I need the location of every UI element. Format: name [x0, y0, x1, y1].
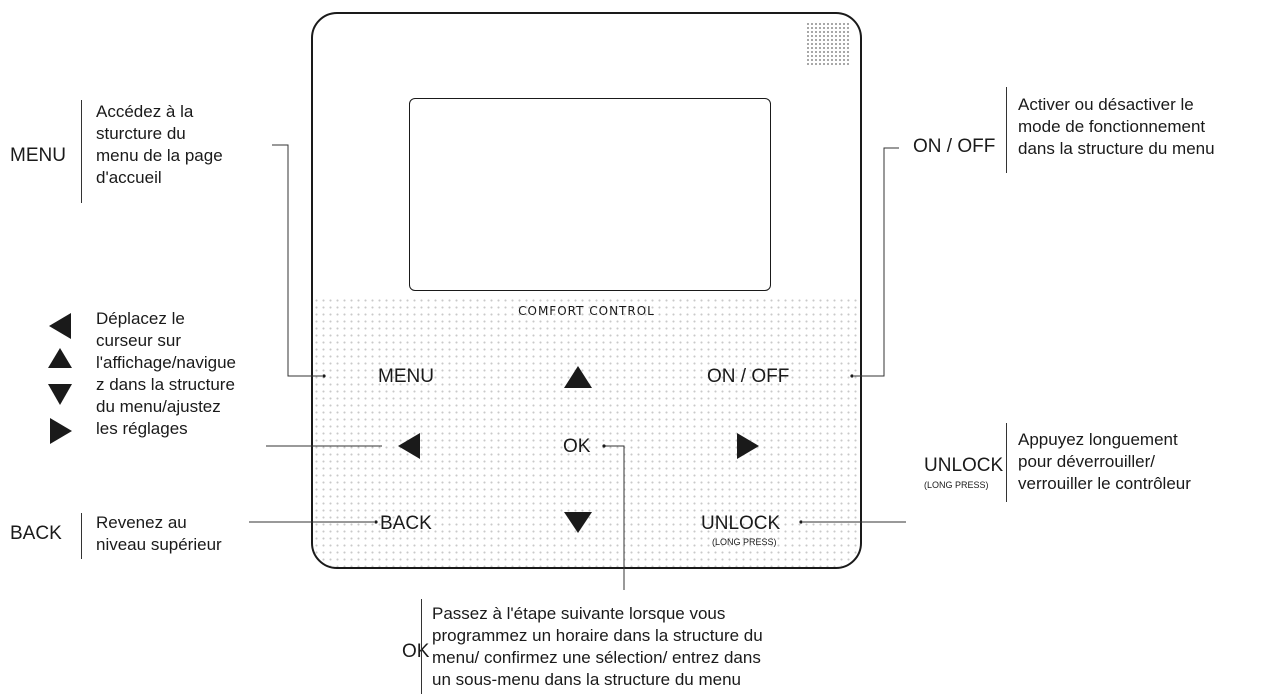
controller-device: COMFORT CONTROL — [311, 12, 862, 569]
unlock-key-label: UNLOCK — [924, 455, 1004, 476]
speaker-grille — [806, 22, 850, 66]
menu-description: Accédez à la sturcture du menu de la pag… — [96, 102, 223, 187]
onoff-leader-line — [854, 147, 899, 377]
onoff-key-label: ON / OFF — [913, 136, 996, 157]
legend-left-arrow-icon — [49, 313, 71, 339]
onoff-divider — [1006, 87, 1007, 173]
arrows-description: Déplacez le curseur sur l'affichage/navi… — [96, 309, 236, 438]
ok-divider — [421, 599, 422, 694]
back-button[interactable]: BACK — [380, 513, 432, 534]
ok-description: Passez à l'étape suivante lorsque vous p… — [432, 604, 763, 689]
device-up-arrow-icon — [564, 366, 592, 388]
device-down-arrow-icon — [564, 512, 592, 533]
back-divider — [81, 513, 82, 559]
ok-leader-line — [605, 445, 625, 590]
brand-label: COMFORT CONTROL — [518, 304, 655, 318]
legend-up-arrow-icon — [48, 348, 72, 368]
ok-key-label: OK — [402, 641, 430, 662]
onoff-button[interactable]: ON / OFF — [707, 366, 790, 387]
onoff-leader-dot — [850, 374, 854, 378]
legend-down-arrow-icon — [48, 384, 72, 405]
onoff-description: Activer ou désactiver le mode de fonctio… — [1018, 95, 1215, 158]
back-key-label: BACK — [10, 523, 62, 544]
ok-leader-dot — [602, 444, 606, 448]
unlock-button-sublabel: (LONG PRESS) — [712, 537, 777, 547]
unlock-button[interactable]: UNLOCK — [701, 513, 780, 535]
unlock-description: Appuyez longuement pour déverrouiller/ v… — [1018, 430, 1191, 493]
menu-leader-line — [272, 144, 322, 377]
unlock-leader-dot — [799, 520, 803, 524]
menu-key-label: MENU — [10, 145, 66, 166]
menu-button[interactable]: MENU — [378, 366, 434, 387]
lcd-screen — [409, 98, 771, 291]
dotted-panel — [313, 297, 860, 567]
unlock-divider — [1006, 423, 1007, 502]
menu-leader-dot — [322, 374, 326, 378]
device-right-arrow-icon — [737, 433, 759, 459]
back-leader-dot — [374, 520, 378, 524]
legend-right-arrow-icon — [50, 418, 72, 444]
menu-divider — [81, 100, 82, 203]
unlock-key-sublabel: (LONG PRESS) — [924, 480, 989, 490]
ok-button[interactable]: OK — [563, 436, 591, 457]
unlock-button-label: UNLOCK — [701, 513, 781, 534]
back-description: Revenez au niveau supérieur — [96, 513, 222, 554]
device-left-arrow-icon — [398, 433, 420, 459]
